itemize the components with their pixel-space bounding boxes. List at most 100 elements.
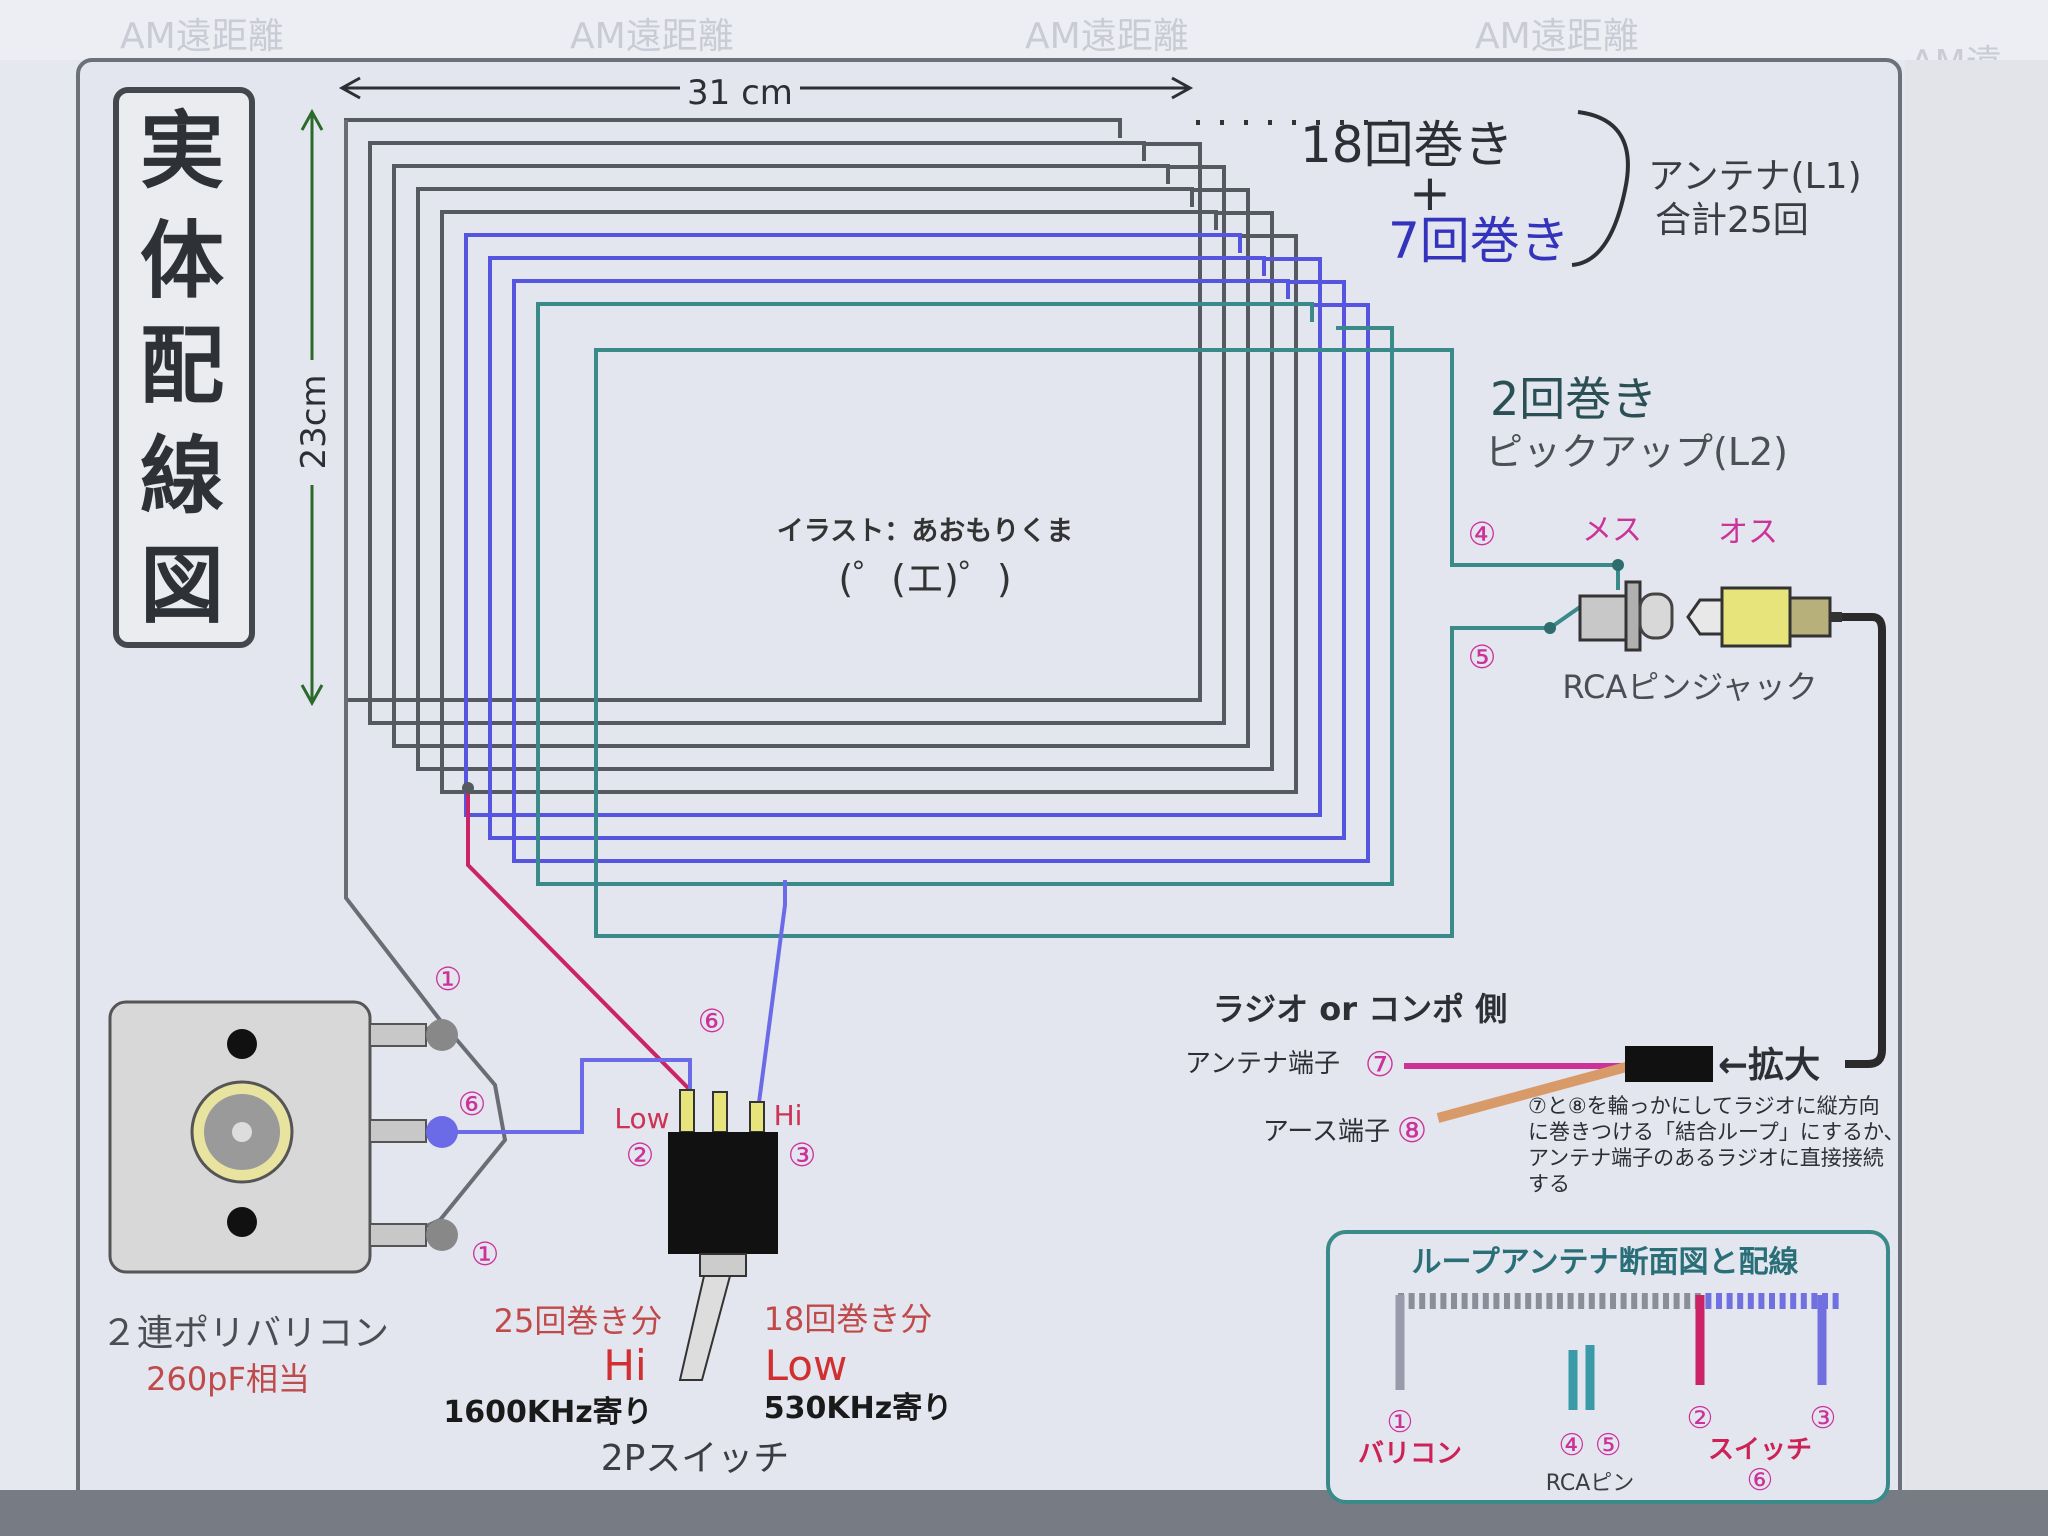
note-line: ⑦と⑧を輪っかにしてラジオに縦方向 [1528,1094,1880,1118]
section-mark [1684,1293,1691,1309]
section-mark [1546,1293,1553,1309]
section-label-rca: RCAピン [1546,1471,1635,1496]
number-7: ⑦ [1365,1045,1395,1085]
section-mark [1705,1293,1712,1309]
radio-note: ⑦と⑧を輪っかにしてラジオに縦方向 に巻きつける「結合ループ」にするか、 アンテ… [1528,1094,1905,1196]
number-5: ⑤ [1468,638,1497,676]
section-mark [1440,1293,1447,1309]
radio-heading: ラジオ or コンポ 側 [1213,990,1508,1028]
varicon-num-1-top: ① [434,960,463,998]
pickup-turns: 2回巻き [1490,372,1657,426]
loop-turn [368,141,1146,725]
crossover-dash [1220,120,1224,125]
left-mode: Hi [603,1341,646,1390]
loop-turn [490,257,1322,817]
height-label: 23cm [294,374,334,469]
section-mark [1451,1293,1457,1309]
section-mark [1832,1293,1839,1309]
loop-turn [392,164,1170,748]
loop-turn [538,303,1370,863]
title-box: 実 体 配 線 図 [113,87,255,648]
loop-turn [512,279,1290,863]
section-num-1: ① [1387,1405,1414,1440]
width-dimension [338,76,1194,100]
varicon-capacity: 260pF相当 [146,1360,310,1398]
section-mark [1599,1293,1606,1309]
varicon-num-1-bottom: ① [471,1235,500,1273]
watermark: AM遠距離 [120,16,284,57]
section-mark [1578,1293,1585,1309]
section-mark [1663,1293,1669,1309]
section-mark [1610,1293,1616,1309]
left-freq: 1600KHz寄り [443,1395,652,1430]
section-mark [1514,1293,1521,1309]
section-mark [1493,1293,1500,1309]
loop-turn [466,234,1298,794]
loop-turn [514,280,1346,840]
switch-num-2: ② [626,1136,655,1174]
varicon-num-6: ⑥ [458,1085,487,1123]
section-mark [1567,1293,1574,1309]
antenna-loops [344,118,1454,938]
crossover-dash [1244,120,1248,125]
section-mark [1557,1293,1563,1309]
section-label-varicon: バリコン [1358,1439,1462,1469]
section-mark [1800,1293,1807,1309]
rca-label: RCAピンジャック [1562,668,1817,706]
crossover-dash [1196,120,1200,125]
loop-turn [464,233,1242,817]
loop-turn [370,142,1202,702]
section-mark [1419,1293,1426,1309]
male-label: オス [1718,515,1778,550]
loop-turn [418,188,1250,748]
antenna-total: 合計25回 [1655,200,1809,241]
earth-terminal-label: アース端子 [1263,1117,1390,1147]
loop-turn [440,210,1218,794]
crossover-dash [1268,120,1272,125]
pickup-label: ピックアップ(L2) [1485,430,1788,474]
plug-body [1625,1046,1713,1082]
title-char: 体 [140,211,224,310]
toggle-switch [668,1089,778,1381]
section-num-3: ③ [1810,1401,1837,1436]
section-mark [1472,1293,1479,1309]
section-mark [1769,1293,1775,1309]
section-mark [1673,1293,1680,1309]
section-title: ループアンテナ断面図と配線 [1412,1245,1799,1280]
section-mark [1620,1293,1627,1309]
number-4: ④ [1468,515,1497,553]
enlarge-label: ←拡大 [1718,1045,1820,1086]
section-mark [1652,1293,1659,1309]
female-label: メス [1582,513,1642,548]
section-mark [1482,1293,1489,1309]
hi-pin-label: Hi [774,1099,803,1132]
section-mark [1408,1293,1415,1309]
crossover-dash [1364,120,1368,125]
loop-turn [416,187,1194,771]
antenna-label: アンテナ(L1) [1648,156,1862,197]
section-num-45: ④ ⑤ [1558,1428,1621,1463]
section-mark [1535,1293,1542,1309]
section-mark [1726,1293,1733,1309]
height-dimension [300,108,324,707]
plus-label: + [1409,164,1451,222]
note-line: アンテナ端子のあるラジオに直接接続 [1528,1146,1884,1170]
turns-extra-label: 7回巻き [1388,212,1570,270]
loop-turn [442,211,1274,771]
number-8: ⑧ [1397,1111,1427,1151]
right-turns: 18回巻き分 [764,1300,933,1338]
pickup-loop [594,348,1454,938]
watermark: AM遠距離 [1025,16,1189,57]
loop-turn [394,165,1226,725]
right-mode: Low [765,1341,848,1390]
switch-name: 2Pスイッチ [601,1438,790,1479]
section-mark [1758,1293,1765,1309]
section-mark [1811,1293,1818,1309]
switch-num-6: ⑥ [698,1002,727,1040]
title-char: 線 [140,426,224,525]
illustration-credit: イラスト：あおもりくま [777,516,1073,547]
antenna-terminal-label: アンテナ端子 [1185,1049,1340,1079]
right-gutter [1905,60,2048,1536]
section-mark [1461,1293,1468,1309]
